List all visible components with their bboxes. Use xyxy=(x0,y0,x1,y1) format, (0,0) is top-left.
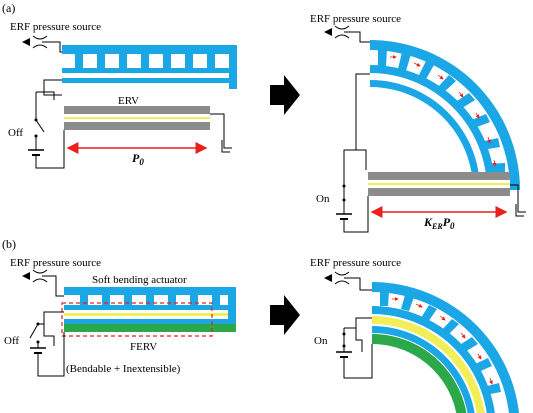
ground-symbol xyxy=(515,204,524,217)
panel-a-right-source-label: ERF pressure source xyxy=(310,13,401,25)
switch-off-label-b: Off xyxy=(4,335,19,347)
outlet-tube xyxy=(510,184,526,213)
source-tube xyxy=(344,31,370,43)
panel-a-label: (a) xyxy=(2,1,15,15)
ferv-actuator-bent xyxy=(372,282,519,413)
switch-icon xyxy=(34,118,45,138)
wire xyxy=(355,328,363,352)
pressure-ker-p0-label: KERP0 xyxy=(423,215,455,231)
ferv-actuator xyxy=(64,287,236,332)
outlet-tube xyxy=(210,113,232,149)
panel-b-left-source-label: ERF pressure source xyxy=(10,257,101,269)
switch-icon xyxy=(29,322,40,344)
source-tube xyxy=(344,277,372,291)
pressure-sub-text: 0 xyxy=(139,157,144,167)
switch-off-label: Off xyxy=(8,127,23,139)
switch-icon xyxy=(342,328,346,348)
battery-icon xyxy=(336,213,352,220)
wire xyxy=(343,344,373,379)
switch-on-label-b: On xyxy=(314,335,328,347)
battery-icon xyxy=(30,347,46,354)
wire xyxy=(37,332,65,377)
pressure-p0-label: P0 xyxy=(132,151,144,167)
wire xyxy=(38,311,64,325)
panel-b-right-source-label: ERF pressure source xyxy=(310,257,401,269)
panel-a-left-source-label: ERF pressure source xyxy=(10,21,101,33)
battery-icon xyxy=(28,149,44,156)
pressure-source-icon xyxy=(324,25,350,39)
wire xyxy=(36,91,55,100)
pressure-p-text: P xyxy=(132,151,140,165)
ground-symbol xyxy=(221,140,230,153)
ferv-label: FERV xyxy=(130,341,157,353)
wire xyxy=(43,79,62,96)
soft-actuator-label: Soft bending actuator xyxy=(92,274,187,286)
switch-icon xyxy=(342,180,346,202)
pressure-source-icon xyxy=(22,35,48,49)
pressure-p-text: P xyxy=(443,215,451,229)
pressure-k-sub-text: ER xyxy=(431,222,443,231)
transition-arrow-icon xyxy=(270,295,300,335)
pressure-arrows xyxy=(390,55,497,167)
soft-actuator-bent xyxy=(370,40,520,190)
pressure-k-text: K xyxy=(423,215,433,229)
wire xyxy=(35,130,65,169)
wire xyxy=(343,196,369,233)
switch-on-label: On xyxy=(316,193,330,205)
pressure-source-icon xyxy=(22,269,48,283)
erv-valve xyxy=(64,106,210,130)
battery-icon xyxy=(336,351,352,358)
erv-valve-active xyxy=(368,172,510,196)
transition-arrow-icon xyxy=(270,75,300,115)
wire xyxy=(43,324,55,346)
pressure-sub-text: 0 xyxy=(450,221,455,231)
soft-actuator-straight xyxy=(62,45,237,89)
pressure-arrows xyxy=(392,297,493,385)
ferv-note: (Bendable + Inextensible) xyxy=(66,363,181,375)
panel-b-label: (b) xyxy=(2,237,16,251)
pressure-source-icon xyxy=(324,271,350,285)
wire xyxy=(344,149,367,170)
source-tube xyxy=(42,275,64,297)
erv-label: ERV xyxy=(118,95,139,107)
wire xyxy=(344,317,372,329)
